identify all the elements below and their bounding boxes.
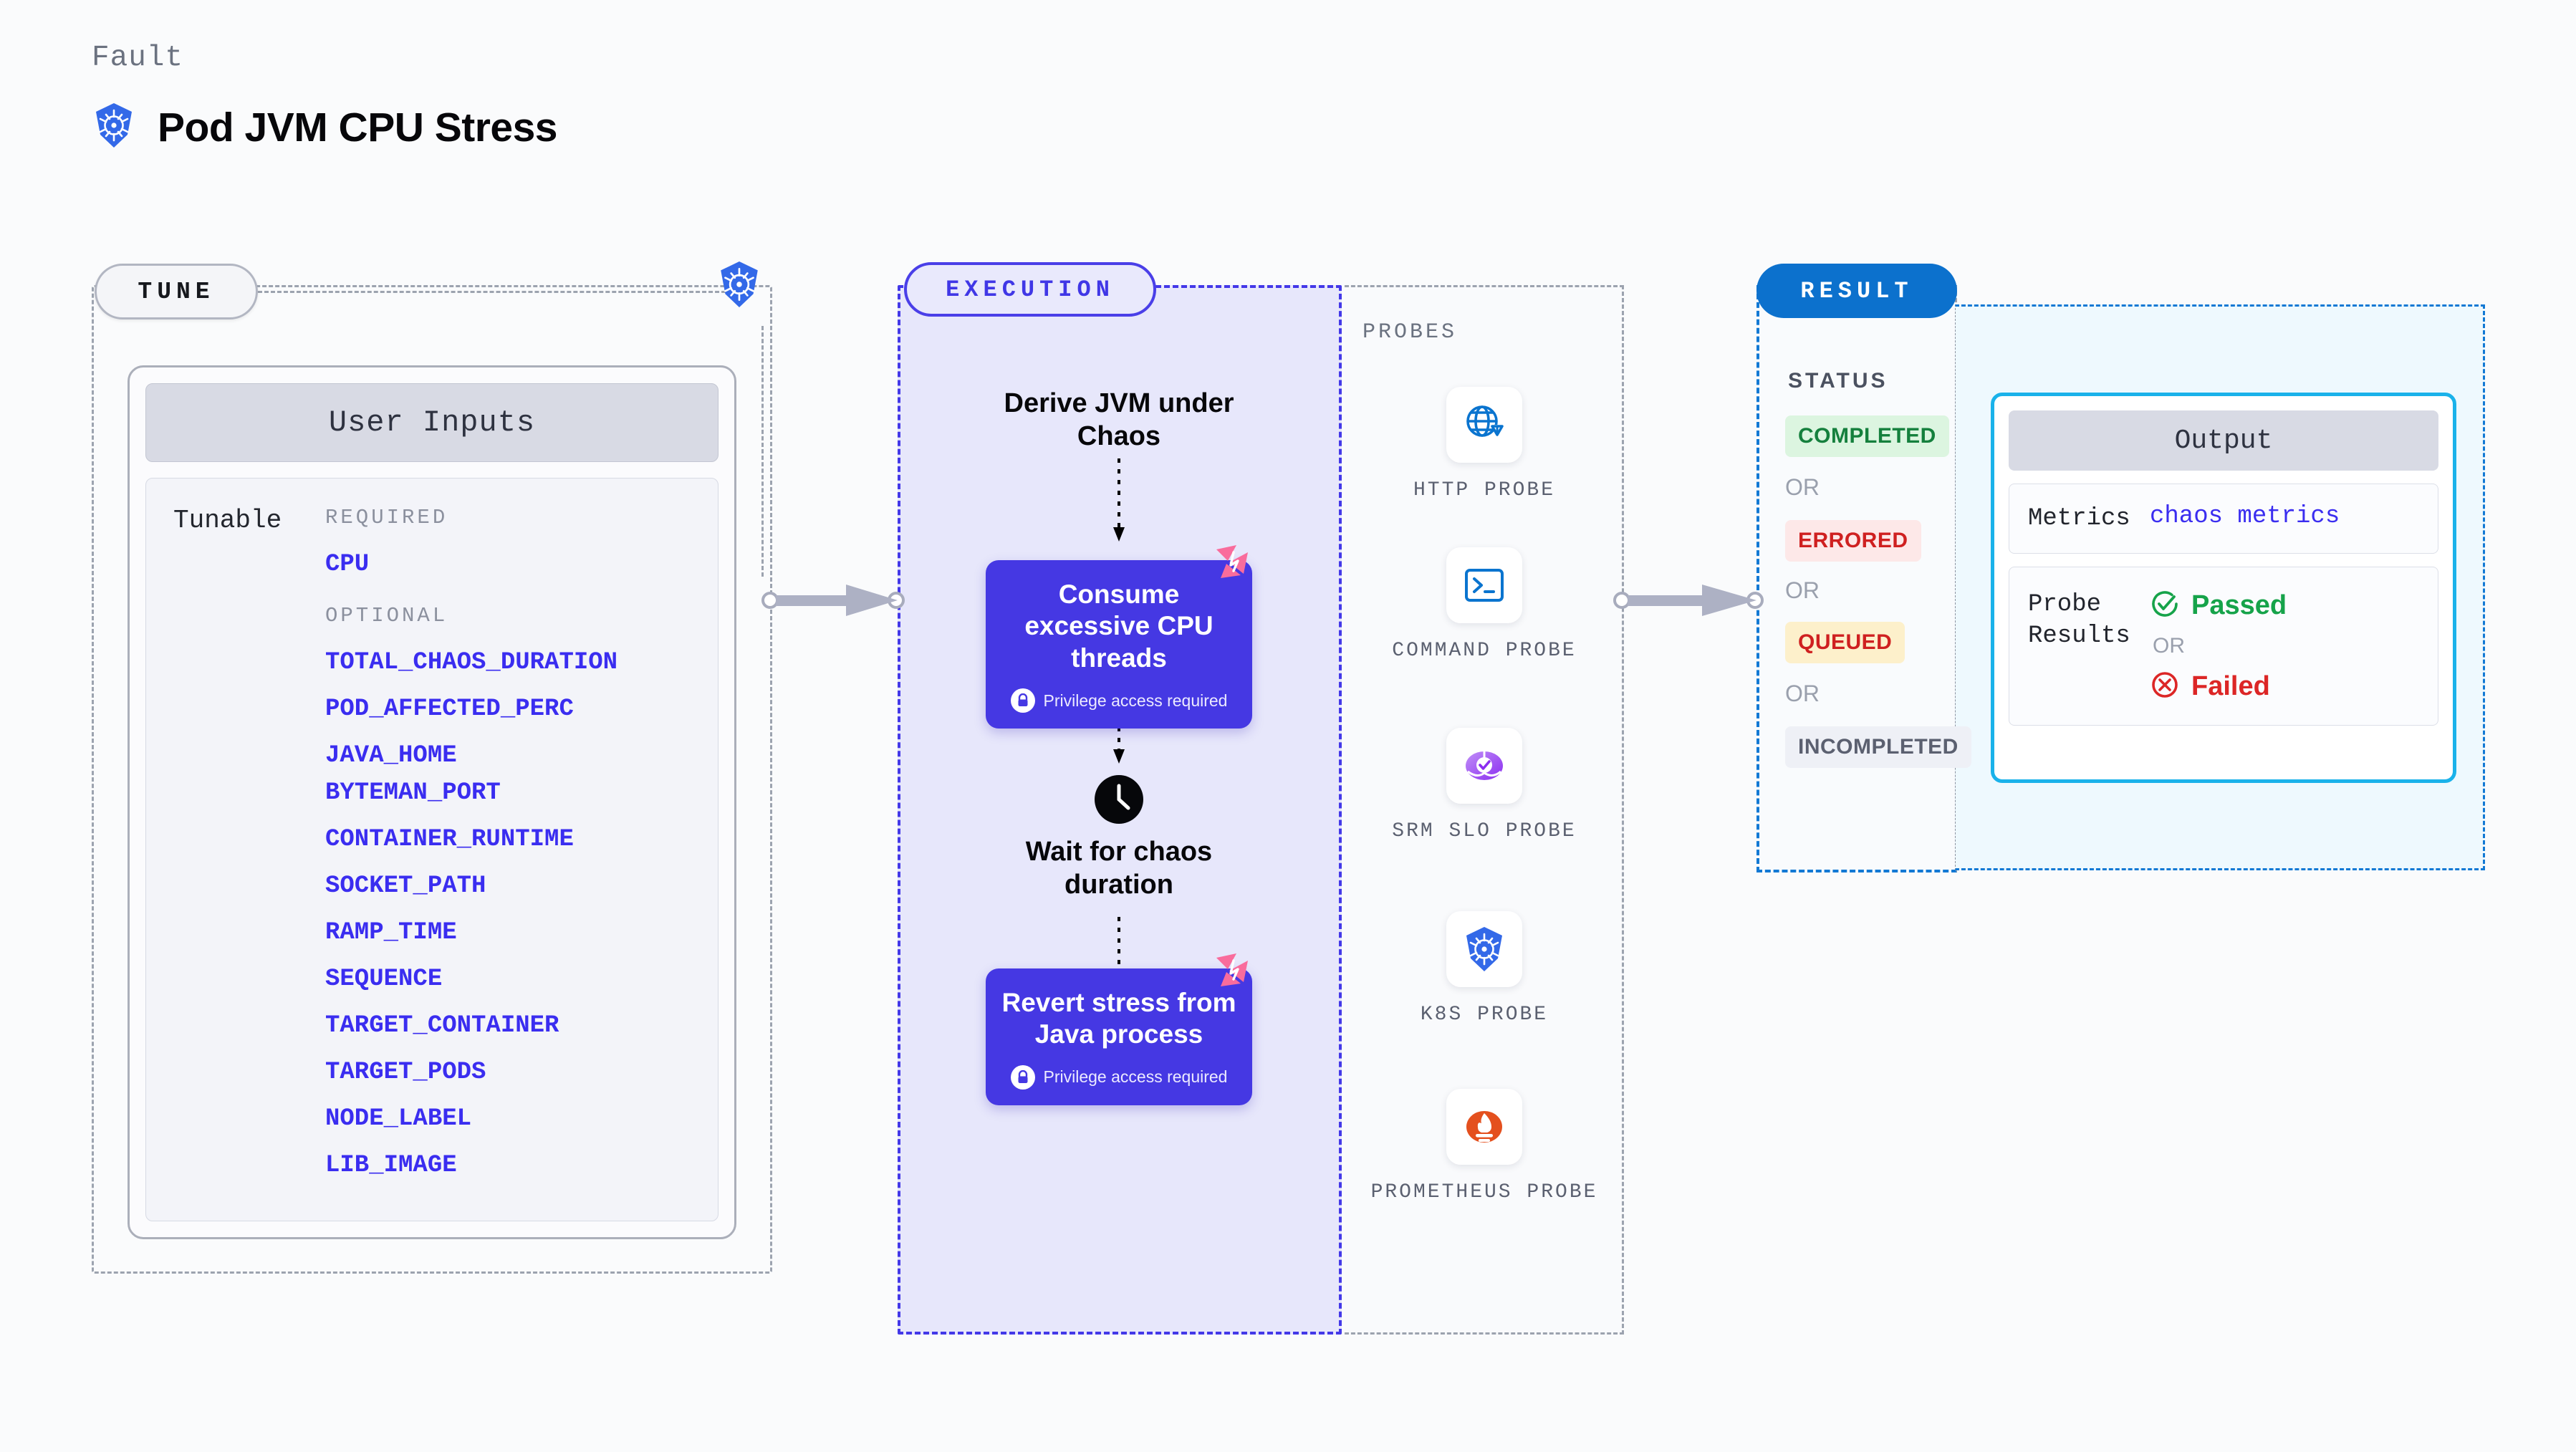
- execution-step-title: Derive JVM under Chaos: [1004, 388, 1234, 452]
- lock-icon: [1010, 1064, 1035, 1090]
- execution-card-title: Revert stress from Java process: [1001, 988, 1236, 1049]
- param-item[interactable]: LIB_IMAGE: [325, 1152, 457, 1179]
- probe-command[interactable]: COMMAND PROBE: [1363, 547, 1606, 665]
- page-title: Pod JVM CPU Stress: [158, 104, 558, 150]
- param-item[interactable]: BYTEMAN_PORT: [325, 779, 501, 807]
- metrics-key: Metrics: [2028, 505, 2130, 532]
- or-separator: OR: [2153, 634, 2185, 658]
- status-badge-incompleted: INCOMPLETED: [1785, 726, 1971, 768]
- or-separator: OR: [1785, 474, 1820, 500]
- output-header: Output: [2009, 410, 2438, 471]
- metrics-value[interactable]: chaos metrics: [2150, 503, 2340, 530]
- required-group-label: REQUIRED: [325, 506, 448, 529]
- x-circle-icon: [2150, 670, 2180, 703]
- status-label: STATUS: [1788, 369, 1888, 393]
- execution-badge[interactable]: EXECUTION: [904, 262, 1156, 317]
- execution-card-note-text: Privilege access required: [1043, 1067, 1228, 1087]
- execution-card[interactable]: Revert stress from Java process Privileg…: [986, 968, 1252, 1105]
- litmus-icon: [1212, 542, 1252, 586]
- tune-connector-horizontal: [258, 291, 745, 293]
- tune-connector-vertical: [761, 326, 764, 577]
- globe-warning-icon: [1446, 387, 1522, 463]
- probe-results-row: Probe Results Passed OR: [2009, 567, 2438, 726]
- failed-label: Failed: [2191, 671, 2270, 702]
- probes-label: PROBES: [1363, 320, 1458, 345]
- kubernetes-icon: [1446, 911, 1522, 987]
- passed-label: Passed: [2191, 590, 2287, 621]
- output-card: Output Metrics chaos metrics Probe Resul…: [1991, 393, 2456, 783]
- clock-icon: [1093, 774, 1145, 829]
- result-panel: [1756, 285, 1957, 872]
- kubernetes-icon: [716, 260, 762, 312]
- param-item[interactable]: TARGET_PODS: [325, 1059, 486, 1086]
- tune-badge[interactable]: TUNE: [95, 264, 258, 319]
- execution-card-note: Privilege access required: [1000, 1064, 1238, 1090]
- metrics-row: Metrics chaos metrics: [2009, 484, 2438, 554]
- prometheus-icon: [1446, 1089, 1522, 1165]
- probe-results-values: Passed OR Failed: [2150, 589, 2287, 703]
- probe-label: K8S PROBE: [1420, 1004, 1549, 1026]
- litmus-icon: [1212, 951, 1252, 994]
- probe-srm-slo[interactable]: SRM SLO PROBE: [1363, 728, 1606, 845]
- param-item[interactable]: TARGET_CONTAINER: [325, 1012, 559, 1039]
- status-badge-completed: COMPLETED: [1785, 415, 1949, 457]
- param-item[interactable]: NODE_LABEL: [325, 1105, 472, 1133]
- lock-icon: [1010, 688, 1035, 713]
- user-inputs-header: User Inputs: [145, 383, 719, 462]
- optional-group-label: OPTIONAL: [325, 604, 448, 628]
- tunable-label: Tunable: [173, 506, 282, 535]
- probe-label: HTTP PROBE: [1413, 479, 1556, 501]
- dotted-connector: [1106, 458, 1132, 548]
- param-item[interactable]: TOTAL_CHAOS_DURATION: [325, 649, 618, 676]
- execution-card-note-text: Privilege access required: [1043, 691, 1228, 710]
- check-circle-icon: [2150, 589, 2180, 622]
- tune-panel: [92, 285, 772, 1274]
- kubernetes-icon: [92, 102, 136, 153]
- probe-label: PROMETHEUS PROBE: [1370, 1181, 1598, 1203]
- probe-http[interactable]: HTTP PROBE: [1363, 387, 1606, 504]
- probe-k8s[interactable]: K8S PROBE: [1363, 911, 1606, 1029]
- fault-label: Fault: [92, 42, 184, 74]
- param-item[interactable]: CONTAINER_RUNTIME: [325, 826, 574, 853]
- probe-prometheus[interactable]: PROMETHEUS PROBE: [1363, 1089, 1606, 1206]
- probe-result-failed: Failed: [2150, 670, 2287, 703]
- user-inputs-card: User Inputs Tunable REQUIRED CPU OPTIONA…: [128, 365, 736, 1239]
- result-badge[interactable]: RESULT: [1756, 264, 1957, 318]
- param-item[interactable]: CPU: [325, 551, 370, 578]
- tunable-box: Tunable REQUIRED CPU OPTIONAL TOTAL_CHAO…: [145, 478, 719, 1221]
- param-item[interactable]: SOCKET_PATH: [325, 872, 486, 900]
- param-item[interactable]: JAVA_HOME: [325, 742, 457, 769]
- tunable-params-column: REQUIRED CPU OPTIONAL TOTAL_CHAOS_DURATI…: [325, 506, 718, 1221]
- probe-label: SRM SLO PROBE: [1392, 820, 1577, 842]
- arrow-execution-to-result: [1613, 582, 1764, 622]
- execution-card-title: Consume excessive CPU threads: [1024, 580, 1213, 673]
- or-separator: OR: [1785, 577, 1820, 603]
- status-badge-queued: QUEUED: [1785, 622, 1905, 663]
- srm-slo-icon: [1446, 728, 1522, 804]
- probe-label: COMMAND PROBE: [1392, 640, 1577, 662]
- param-item[interactable]: POD_AFFECTED_PERC: [325, 696, 574, 723]
- param-item[interactable]: RAMP_TIME: [325, 919, 457, 946]
- probe-results-key: Probe Results: [2028, 591, 2130, 650]
- execution-card[interactable]: Consume excessive CPU threads Privilege …: [986, 560, 1252, 729]
- or-separator: OR: [1785, 681, 1820, 706]
- param-item[interactable]: SEQUENCE: [325, 966, 443, 993]
- page-header: Fault Pod: [92, 42, 558, 153]
- arrow-tune-to-execution: [761, 582, 905, 622]
- probe-result-passed: Passed: [2150, 589, 2287, 622]
- execution-step-title: Wait for chaos duration: [1025, 837, 1213, 900]
- terminal-icon: [1446, 547, 1522, 623]
- status-badge-errored: ERRORED: [1785, 520, 1921, 562]
- execution-card-note: Privilege access required: [1000, 688, 1238, 713]
